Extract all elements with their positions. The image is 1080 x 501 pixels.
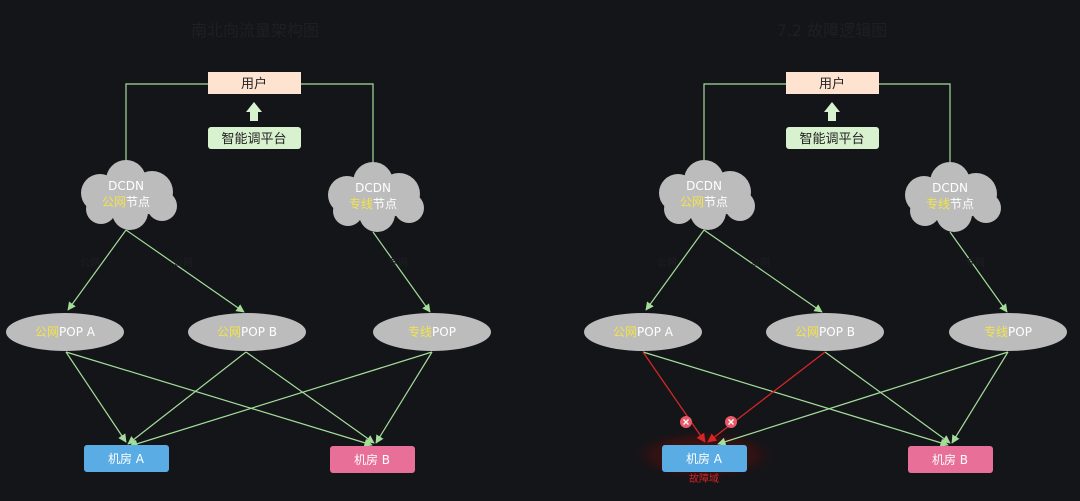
edge-user-to-public-cloud-r: [699, 83, 786, 169]
up-arrow-icon-r: [824, 102, 840, 121]
pop-c-rest-r: POP: [1008, 325, 1032, 339]
user-label: 用户: [241, 76, 267, 92]
cloud-public-line2: 公网节点: [102, 195, 150, 209]
pop-b-highlight: 公网: [217, 325, 241, 339]
pop-b-label-r: 公网POP B: [795, 325, 855, 339]
cloud-public-line1: DCDN: [108, 179, 144, 193]
pop-a-rest: POP A: [59, 325, 96, 339]
fault-x-icon: [680, 416, 692, 428]
edge-popc-to-rooma-r: [717, 351, 1009, 446]
room-b-label: 机房 B: [354, 452, 390, 467]
cloud-public-highlight: 公网: [102, 195, 126, 209]
pop-a-highlight: 公网: [35, 325, 59, 339]
edge-popb-to-roomb: [245, 351, 375, 444]
edge-cloud-to-pop-a-r: [645, 229, 705, 311]
pop-c-rest: POP: [432, 325, 456, 339]
pop-a-label-r: 公网POP A: [613, 325, 674, 339]
cloud-private-line1-r: DCDN: [932, 181, 968, 195]
platform-label: 智能调平台: [221, 132, 286, 147]
room-b-label-r: 机房 B: [932, 452, 968, 467]
user-box: [208, 72, 301, 94]
edge-cloud-to-pop-c: [372, 231, 431, 313]
cloud-public-highlight-r: 公网: [680, 195, 704, 209]
right-title: 7.2 故障逻辑图: [777, 21, 888, 40]
fault-x-icon: [725, 416, 737, 428]
edge-user-to-private-cloud-r: [879, 83, 955, 171]
user-label-r: 用户: [819, 76, 845, 92]
room-b-box: [330, 446, 415, 473]
edge-label-public-a: 公网: [80, 257, 100, 269]
edge-label-private: 专网: [388, 256, 408, 269]
pop-c-highlight-r: 专线: [984, 324, 1008, 339]
edge-user-to-private-cloud: [301, 83, 378, 171]
cloud-private-highlight-r: 专线: [926, 196, 950, 211]
cloud-private-line2: 专线节点: [349, 196, 397, 211]
cloud-public-node: [81, 160, 177, 230]
left-title: 南北向流量架构图: [191, 21, 319, 40]
edge-label-public-b: 公网: [173, 257, 193, 269]
pop-a-node: [6, 313, 124, 351]
edge-user-to-public-cloud: [121, 83, 208, 169]
cloud-public-node-r: [659, 160, 755, 230]
pop-a-node-r: [584, 313, 702, 351]
pop-a-label: 公网POP A: [35, 325, 96, 339]
edge-popa-to-roomb: [65, 351, 373, 447]
pop-c-label-r: 专线POP: [984, 324, 1032, 339]
cloud-public-line1-r: DCDN: [686, 179, 722, 193]
cloud-private-line2-r: 专线节点: [926, 196, 974, 211]
edge-label-public-a-r: 公网: [657, 257, 677, 269]
edge-popc-to-roomb: [375, 351, 433, 444]
cloud-private-node-r: [905, 162, 1001, 232]
room-b-box-r: [908, 446, 993, 473]
up-arrow-icon: [246, 102, 262, 121]
fault-edge-popa-to-rooma: [642, 351, 706, 443]
cloud-private-rest-r: 节点: [950, 197, 974, 211]
pop-b-rest-r: POP B: [819, 325, 855, 339]
room-a-label: 机房 A: [108, 451, 145, 466]
cloud-private-rest: 节点: [373, 197, 397, 211]
edge-label-private-r: 专网: [965, 256, 985, 269]
fault-edge-popb-to-rooma: [707, 351, 826, 443]
pop-b-rest: POP B: [241, 325, 277, 339]
cloud-private-highlight: 专线: [349, 196, 373, 211]
cloud-public-rest-r: 节点: [704, 195, 728, 209]
pop-c-node-r: [949, 313, 1067, 351]
edge-popc-to-rooma: [129, 351, 433, 448]
edge-cloud-to-pop-c-r: [949, 231, 1008, 313]
edge-popa-to-roomb-r: [642, 351, 949, 447]
left-panel: 南北向流量架构图 用户 智能调平台 DCDN 公网节点 DCDN 专线节点: [6, 21, 491, 473]
cloud-private-line1: DCDN: [355, 181, 391, 195]
fault-domain-label: 故障域: [689, 472, 719, 485]
pop-c-node: [373, 313, 491, 351]
edge-cloud-to-pop-b-r: [703, 229, 823, 313]
pop-b-highlight-r: 公网: [795, 325, 819, 339]
pop-b-label: 公网POP B: [217, 325, 277, 339]
room-a-box: [84, 445, 169, 472]
platform-box-r: [786, 127, 879, 149]
platform-box: [208, 127, 301, 149]
pop-c-highlight: 专线: [408, 324, 432, 339]
edge-cloud-to-pop-b: [125, 229, 245, 313]
edge-cloud-to-pop-a: [67, 229, 127, 311]
pop-b-node: [188, 313, 306, 351]
pop-a-highlight-r: 公网: [613, 325, 637, 339]
edge-popb-to-roomb-r: [824, 351, 951, 444]
cloud-public-rest: 节点: [126, 195, 150, 209]
pop-c-label: 专线POP: [408, 324, 456, 339]
edge-popa-to-rooma: [65, 351, 127, 443]
platform-label-r: 智能调平台: [799, 132, 864, 147]
edge-label-public-b-r: 公网: [750, 257, 770, 269]
pop-a-rest-r: POP A: [637, 325, 674, 339]
right-panel: 7.2 故障逻辑图 用户 智能调平台 DCDN 公网节点 DCDN 专线节点 公…: [584, 21, 1067, 485]
pop-b-node-r: [766, 313, 884, 351]
room-a-label-r: 机房 A: [686, 451, 723, 466]
cloud-private-node: [328, 162, 424, 232]
room-a-box-r: [662, 445, 747, 472]
edge-popc-to-roomb-r: [951, 351, 1009, 444]
cloud-public-line2-r: 公网节点: [680, 195, 728, 209]
edge-popb-to-rooma: [127, 351, 247, 445]
user-box-r: [786, 72, 879, 94]
